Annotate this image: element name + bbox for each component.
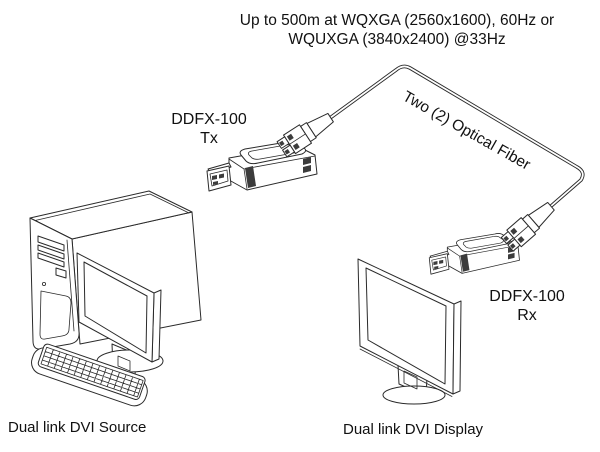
monitor-screen [83,261,148,354]
drive-bay-slot [37,235,65,252]
display-screen [365,267,447,385]
keyboard-icon [31,343,148,407]
rx-fiber-connector-icon [499,197,559,254]
display-monitor-icon [357,258,462,405]
tower-front-panel [39,290,72,340]
capacity-note-line1: Up to 500m at WQXGA (2560x1600), 60Hz or [239,12,555,29]
tx-device-model: DDFX-100 [171,111,247,128]
source-monitor-icon [76,252,162,363]
dvi-display-label: Dual link DVI Display [343,421,484,438]
capacity-note: Up to 500m at WQXGA (2560x1600), 60Hz or… [187,11,600,49]
power-led [42,281,47,286]
drive-bay-slot [37,244,65,260]
capacity-note-line2: WQUXGA (3840x2400) @33Hz [288,31,506,48]
display-base [382,385,446,405]
rx-device-model: DDFX-100 [489,288,565,305]
tx-device-role: Tx [200,130,218,147]
display-side-edge [452,300,462,395]
optical-fiber-cable [328,64,585,209]
dvi-source-label: Dual link DVI Source [8,419,147,436]
rx-device-role: Rx [517,307,537,324]
keyboard-keys [40,346,144,398]
rx-device-label: DDFX-100 Rx [467,287,587,325]
drive-bay-slot [37,252,65,268]
tower-button [55,267,67,279]
tx-device-label: DDFX-100 Tx [149,110,269,148]
